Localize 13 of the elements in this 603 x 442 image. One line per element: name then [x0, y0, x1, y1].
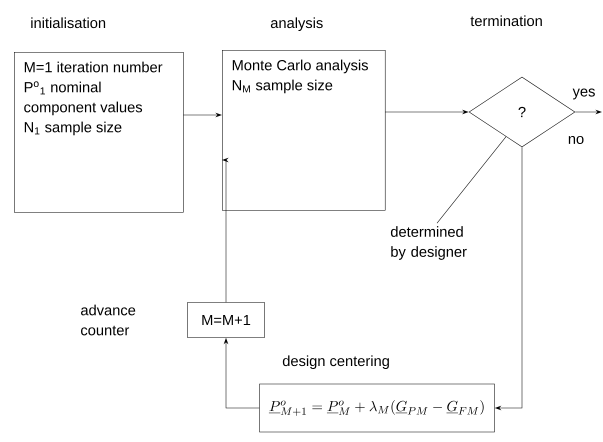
edge-label: no — [566, 134, 586, 146]
side-label: advance counter — [81, 304, 136, 336]
process-box: $\underline{P}^{o}_{M+1}=\underline{P}^{o}_{M}+\lambda_{M}(\underline{G}_{PM}-\underline{G}_{FM})$ — [259, 384, 495, 432]
process-box: M=1 iteration number P$^{o}$$_{1}$ nominal component values N$_{1}$ sample size — [14, 52, 184, 213]
heading: termination — [470, 15, 542, 26]
edge-label: yes — [571, 87, 597, 101]
annotation-text: determined by designer — [390, 226, 467, 260]
heading: analysis — [270, 17, 323, 32]
process-box: M=M+1 — [187, 302, 265, 338]
process-box: Monte Carlo analysis N$_{M}$ sample size — [222, 50, 386, 211]
leader-line — [436, 136, 506, 224]
heading: initialisation — [31, 17, 106, 28]
heading: design centering — [282, 355, 389, 370]
